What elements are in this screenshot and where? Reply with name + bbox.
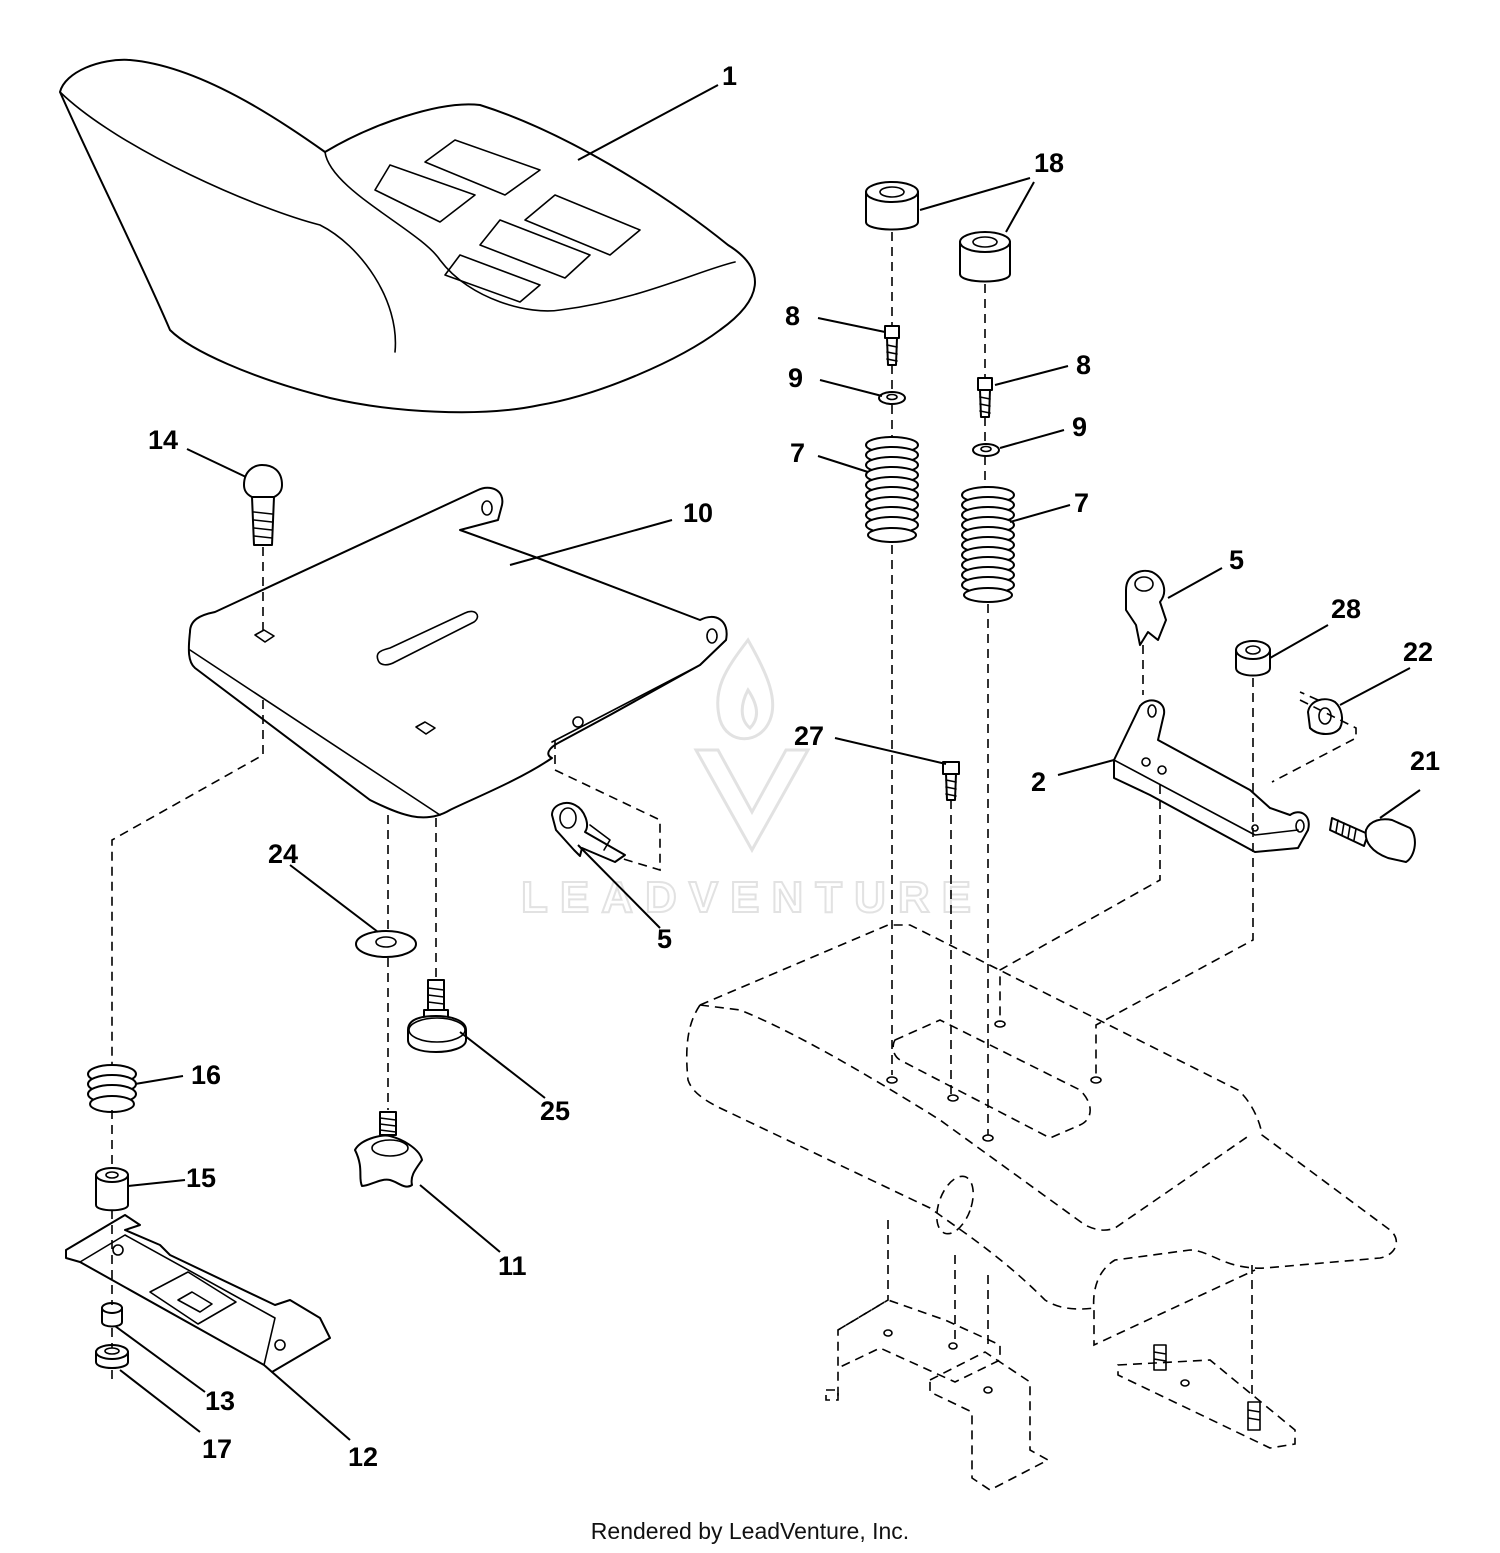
clip-part-5-right [1125, 570, 1167, 646]
callout-9-right: 9 [1072, 412, 1087, 442]
bushing-part-18-left [865, 181, 919, 231]
callout-labels: 1 18 8 8 9 9 14 10 7 7 5 28 22 27 2 21 2… [148, 61, 1440, 1472]
spring-part-7-right [961, 486, 1015, 603]
tractor-frame-outline [685, 924, 1398, 1491]
watermark-text: LEADVENTURE [521, 873, 983, 922]
spacer-part-15 [95, 1167, 129, 1212]
bolt-part-21 [1329, 817, 1416, 863]
flange-nut-part-17 [95, 1344, 129, 1369]
callout-11: 11 [498, 1251, 527, 1281]
spring-part-16 [87, 1064, 137, 1113]
callout-21: 21 [1410, 746, 1440, 776]
callout-1: 1 [722, 61, 737, 91]
carriage-bolt-part-14 [243, 464, 283, 546]
callout-22: 22 [1403, 637, 1433, 667]
callout-8-right: 8 [1076, 350, 1091, 380]
callout-17: 17 [202, 1434, 232, 1464]
callout-7-left: 7 [790, 438, 805, 468]
callout-8-left: 8 [785, 301, 800, 331]
knob-part-11 [354, 1111, 423, 1188]
bracket-part-2 [1113, 699, 1310, 853]
seat-part-1 [59, 58, 756, 414]
callout-18: 18 [1034, 148, 1064, 178]
callout-2: 2 [1031, 767, 1046, 797]
callout-13: 13 [205, 1386, 235, 1416]
callout-24: 24 [268, 839, 298, 869]
bolt-part-8-left [884, 325, 900, 366]
callout-28: 28 [1331, 594, 1361, 624]
bolt-part-27 [942, 761, 960, 801]
callout-5-right: 5 [1229, 545, 1244, 575]
clip-part-5-left [551, 802, 626, 863]
callout-12: 12 [348, 1442, 378, 1472]
callout-25: 25 [540, 1096, 570, 1126]
nut-part-22 [1307, 698, 1344, 735]
washer-part-24 [355, 930, 417, 958]
footer-credit: Rendered by LeadVenture, Inc. [590, 1518, 910, 1544]
callout-15: 15 [186, 1163, 216, 1193]
leader-lines [114, 84, 1421, 1441]
nut-part-13 [101, 1302, 123, 1328]
callout-10: 10 [683, 498, 713, 528]
watermark: LEADVENTURE [520, 637, 983, 923]
shoulder-bolt-part-25 [407, 979, 467, 1053]
callout-5-left: 5 [657, 924, 672, 954]
washer-part-9-right [972, 443, 1000, 457]
seat-pan-part-10 [187, 486, 728, 819]
callout-16: 16 [191, 1060, 221, 1090]
mounting-bracket-part-12 [65, 1214, 331, 1373]
callout-7-right: 7 [1074, 488, 1089, 518]
leadventure-logo-icon [693, 637, 811, 854]
frame-studs [1153, 1344, 1261, 1431]
bolt-part-8-right [977, 377, 993, 418]
assembly-lines [111, 232, 1357, 1380]
frame-holes [883, 1020, 1190, 1394]
bushing-part-18-right [959, 231, 1011, 283]
callout-14: 14 [148, 425, 178, 455]
washer-part-9-left [878, 391, 906, 405]
lock-nut-part-28 [1235, 640, 1271, 677]
spring-part-7-left [865, 436, 919, 543]
callout-27: 27 [794, 721, 824, 751]
callout-9-left: 9 [788, 363, 803, 393]
